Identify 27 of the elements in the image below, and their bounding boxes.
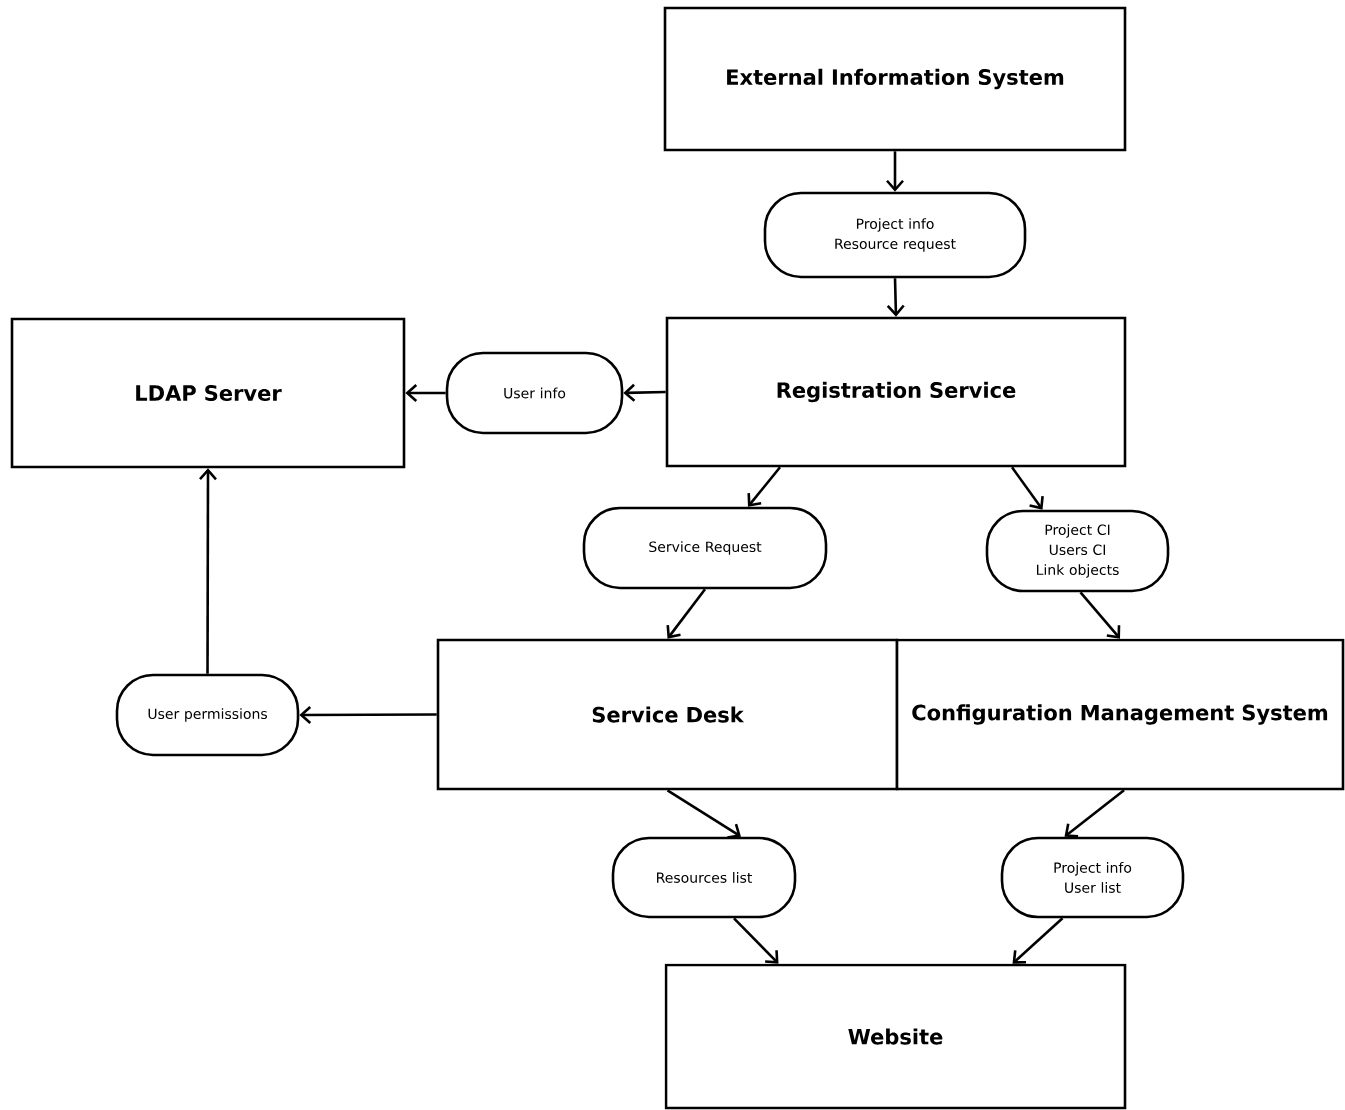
arrow (1064, 789, 1125, 838)
arrow (405, 384, 446, 402)
arrow (1079, 591, 1121, 639)
data-pill: Project info User list (1000, 836, 1185, 919)
arrow (623, 383, 666, 402)
arrow (199, 468, 217, 674)
arrow (299, 706, 437, 724)
process-box: Registration Service (665, 316, 1127, 468)
arrow (1012, 917, 1064, 964)
data-pill: User info (445, 351, 624, 435)
process-box: External Information System (663, 6, 1127, 152)
process-box: LDAP Server (10, 317, 406, 469)
arrow (666, 588, 707, 639)
data-pill: Resources list (611, 836, 797, 919)
process-box: Service Desk (436, 638, 899, 791)
arrow (666, 789, 741, 839)
arrow (886, 278, 905, 317)
arrow (886, 151, 904, 192)
data-pill: Project info Resource request (763, 191, 1027, 279)
data-pill: User permissions (115, 673, 300, 757)
process-box: Website (664, 963, 1127, 1110)
process-box: Configuration Management System (895, 638, 1345, 791)
data-pill: Project CI Users CI Link objects (985, 509, 1170, 593)
arrow (1010, 466, 1044, 510)
arrow (733, 917, 779, 964)
arrow (747, 466, 781, 507)
data-pill: Service Request (582, 506, 828, 590)
